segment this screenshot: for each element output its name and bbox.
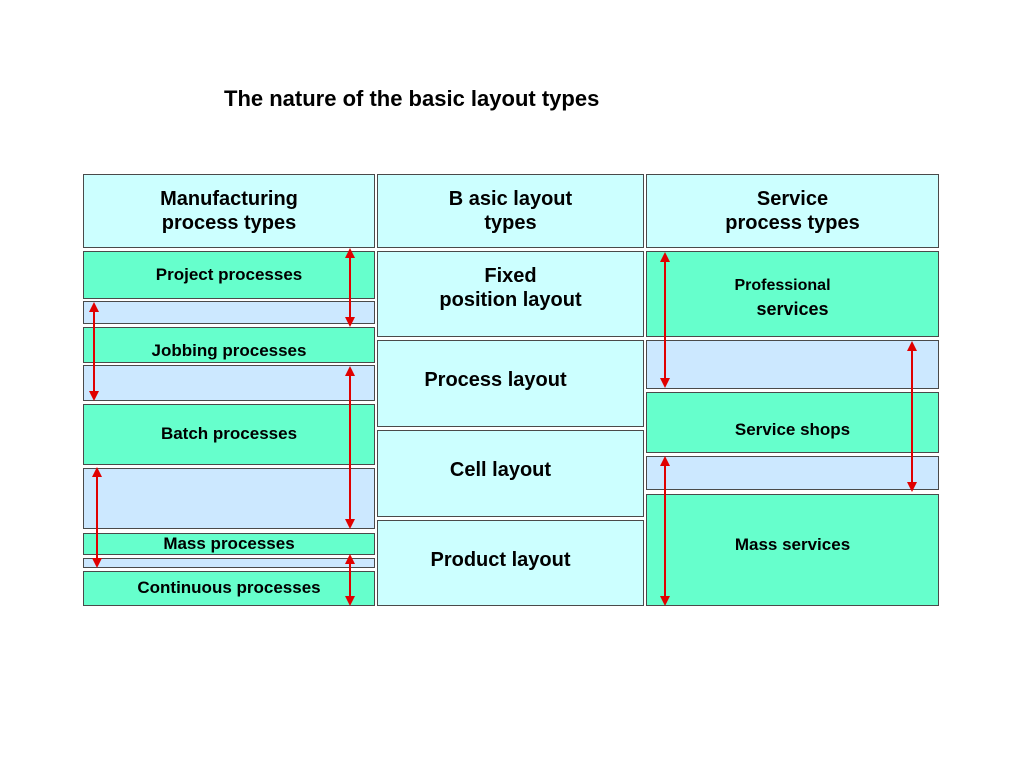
gap-box-4	[83, 558, 375, 568]
process-layout-box: Process layout	[377, 340, 644, 427]
gap-box-3	[83, 468, 375, 529]
professional-services-box: Professional services	[646, 251, 939, 337]
project-processes-box: Project processes	[83, 251, 375, 299]
header-service: Service process types	[646, 174, 939, 248]
mass-processes-box: Mass processes	[83, 533, 375, 555]
professional-services-line2: services	[756, 299, 829, 320]
professional-services-line1: Professional	[734, 277, 831, 294]
product-layout-box: Product layout	[377, 520, 644, 606]
mass-services-box: Mass services	[646, 494, 939, 606]
gap-box-5	[646, 340, 939, 389]
continuous-processes-box: Continuous processes	[83, 571, 375, 606]
service-shops-box: Service shops	[646, 392, 939, 453]
gap-box-1	[83, 301, 375, 324]
jobbing-processes-box: Jobbing processes	[83, 327, 375, 363]
gap-box-2	[83, 365, 375, 401]
header-basic-layout: B asic layout types	[377, 174, 644, 248]
header-manufacturing: Manufacturing process types	[83, 174, 375, 248]
fixed-position-layout-box: Fixed position layout	[377, 251, 644, 337]
batch-processes-box: Batch processes	[83, 404, 375, 465]
diagram-title: The nature of the basic layout types	[224, 86, 600, 111]
gap-box-6	[646, 456, 939, 490]
cell-layout-box: Cell layout	[377, 430, 644, 517]
